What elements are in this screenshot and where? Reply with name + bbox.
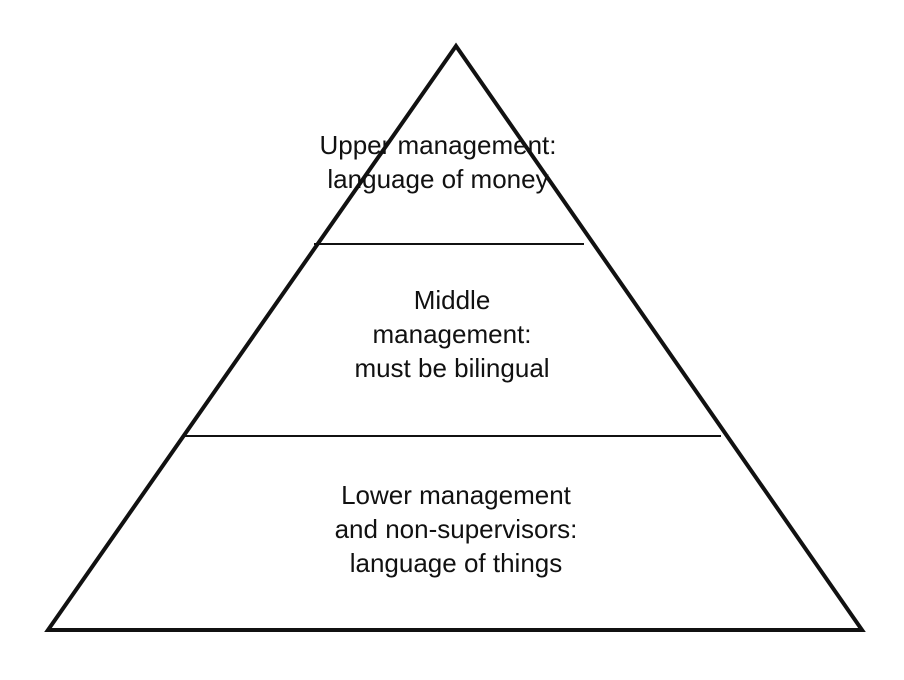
- tier-middle-management: Middle management: must be bilingual: [354, 285, 549, 383]
- tier-lower-management: Lower management and non-supervisors: la…: [335, 480, 578, 578]
- pyramid-outline: [44, 42, 866, 632]
- tier-lower-line-3: language of things: [350, 548, 563, 578]
- tier-lower-line-2: and non-supervisors:: [335, 514, 578, 544]
- tier-upper-management: Upper management: language of money: [319, 130, 556, 194]
- tier-middle-line-2: management:: [373, 319, 532, 349]
- tier-middle-line-1: Middle: [414, 285, 491, 315]
- tier-lower-line-1: Lower management: [341, 480, 572, 510]
- tier-upper-line-1: Upper management:: [319, 130, 556, 160]
- tier-middle-line-3: must be bilingual: [354, 353, 549, 383]
- tier-upper-line-2: language of money: [327, 164, 548, 194]
